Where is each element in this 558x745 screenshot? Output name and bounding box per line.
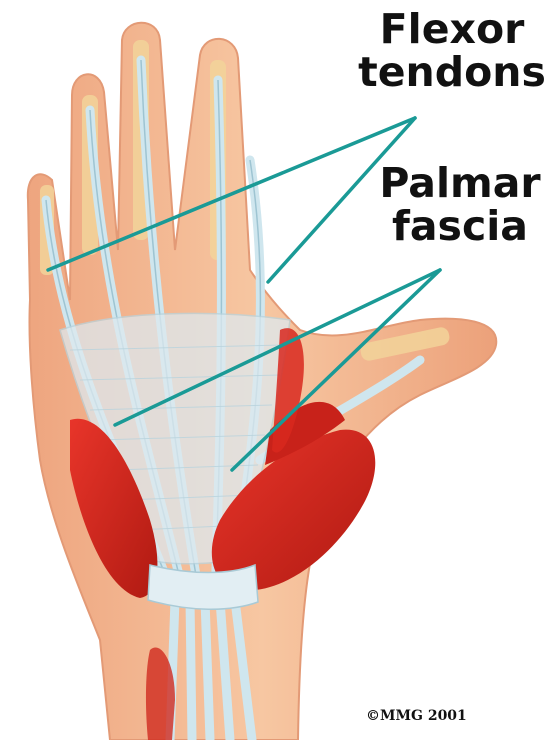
label-palmar-line2: fascia (370, 205, 550, 248)
label-palmar-fascia: Palmar fascia (370, 162, 550, 248)
label-flexor-line2: tendons (352, 51, 552, 94)
copyright-notice: ©MMG 2001 (366, 708, 467, 724)
label-flexor-tendons: Flexor tendons (352, 8, 552, 94)
label-palmar-line1: Palmar (370, 162, 550, 205)
label-flexor-line1: Flexor (352, 8, 552, 51)
